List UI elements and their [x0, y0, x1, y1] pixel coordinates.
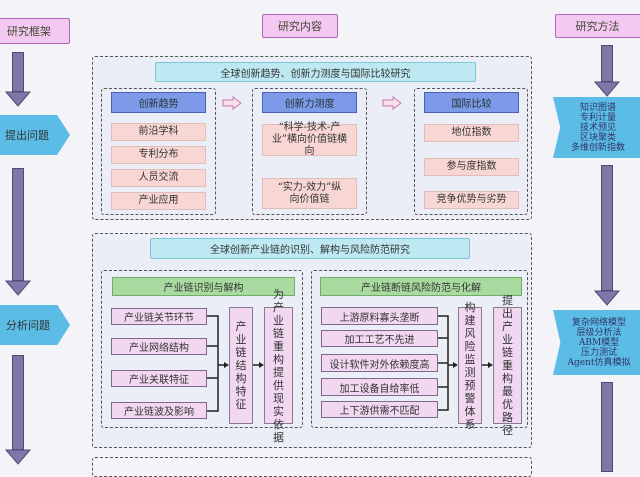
- method-item: Agent仿真模拟: [567, 357, 631, 368]
- trends-header: 创新趋势: [111, 92, 206, 113]
- down-arrow-icon: [601, 165, 613, 291]
- arrow-head-icon: [593, 81, 621, 97]
- down-arrow-icon: [601, 45, 613, 82]
- list-item: 前沿学科: [111, 123, 206, 141]
- risk-header: 产业链断链风险防范与化解: [320, 277, 522, 296]
- list-item: “实力-效力”纵向价值链: [262, 178, 357, 209]
- method-item: ABM模型: [578, 337, 620, 348]
- section2-title: 全球创新产业链的识别、解构与风险防范研究: [150, 238, 470, 259]
- right-arrow-icon: [382, 96, 402, 110]
- identify-header: 产业链识别与解构: [112, 277, 295, 296]
- arrow-head-icon: [4, 280, 32, 296]
- arrow-head-icon: [4, 91, 32, 107]
- group-compare: [414, 88, 528, 215]
- list-item: 产业链波及影响: [111, 402, 207, 419]
- list-item: 产业关联特征: [111, 370, 207, 387]
- risk-warning-box: 构建风险监测预警体系: [458, 301, 482, 431]
- connector-lines: [207, 315, 493, 412]
- list-item: 地位指数: [424, 124, 519, 142]
- step-raise-problem: 提出问题: [0, 115, 70, 155]
- list-item: 上下游供需不匹配: [321, 401, 438, 418]
- down-arrow-icon: [601, 382, 613, 472]
- list-item: 参与度指数: [424, 158, 519, 176]
- methods-group-2: 复杂网络模型 层级分析法 ABM模型 压力测试 Agent仿真模拟: [553, 310, 640, 375]
- list-item: 产业链关节环节: [111, 308, 207, 325]
- group-measure: [252, 88, 367, 215]
- content-header: 研究内容: [262, 14, 338, 38]
- list-item: 竞争优势与劣势: [424, 191, 519, 209]
- list-item: 人员交流: [111, 169, 206, 187]
- method-item: 层级分析法: [576, 327, 622, 338]
- method-item: 技术预见: [579, 122, 616, 133]
- list-item: 产业应用: [111, 192, 206, 210]
- group-identify: [101, 270, 303, 428]
- method-item: 专利计量: [579, 112, 616, 123]
- method-item: 压力测试: [580, 347, 617, 358]
- list-item: 加工工艺不先进: [321, 330, 438, 347]
- method-item: 多维创新指数: [570, 142, 625, 153]
- arrow-head-icon: [4, 449, 32, 465]
- list-item: 专利分布: [111, 146, 206, 164]
- section1-title: 全球创新趋势、创新力测度与国际比较研究: [155, 62, 476, 82]
- list-item: 设计软件对外依赖度高: [321, 354, 438, 372]
- methods-group-1: 知识图谱 专利计量 技术预见 区块聚类 多维创新指数: [553, 97, 640, 158]
- measure-header: 创新力测度: [262, 92, 357, 113]
- optimal-path-box: 提出产业链重构最优路径: [493, 294, 522, 437]
- group-trends: [101, 88, 216, 215]
- method-item: 复杂网络模型: [571, 317, 626, 328]
- compare-header: 国际比较: [424, 92, 519, 113]
- methods-header: 研究方法: [555, 14, 640, 38]
- list-item: 产业网络结构: [111, 338, 207, 355]
- list-item: 加工设备自给率低: [321, 378, 438, 396]
- list-item: 上游原料寡头垄断: [321, 307, 438, 325]
- group-risk: [311, 270, 528, 428]
- method-item: 区块聚类: [579, 132, 616, 143]
- step-analyze-problem: 分析问题: [0, 305, 70, 345]
- chain-structure-box: 产业链结构特征: [229, 307, 253, 424]
- arrow-head-icon: [593, 290, 621, 306]
- method-item: 知识图谱: [579, 102, 616, 113]
- section-third: [92, 457, 532, 477]
- list-item: “科学-技术-产业”横向价值链横向: [262, 122, 357, 157]
- framework-header: 研究框架: [0, 18, 70, 44]
- restructure-basis-box: 为产业链重构提供现实依据: [264, 288, 293, 444]
- right-arrow-icon: [222, 96, 242, 110]
